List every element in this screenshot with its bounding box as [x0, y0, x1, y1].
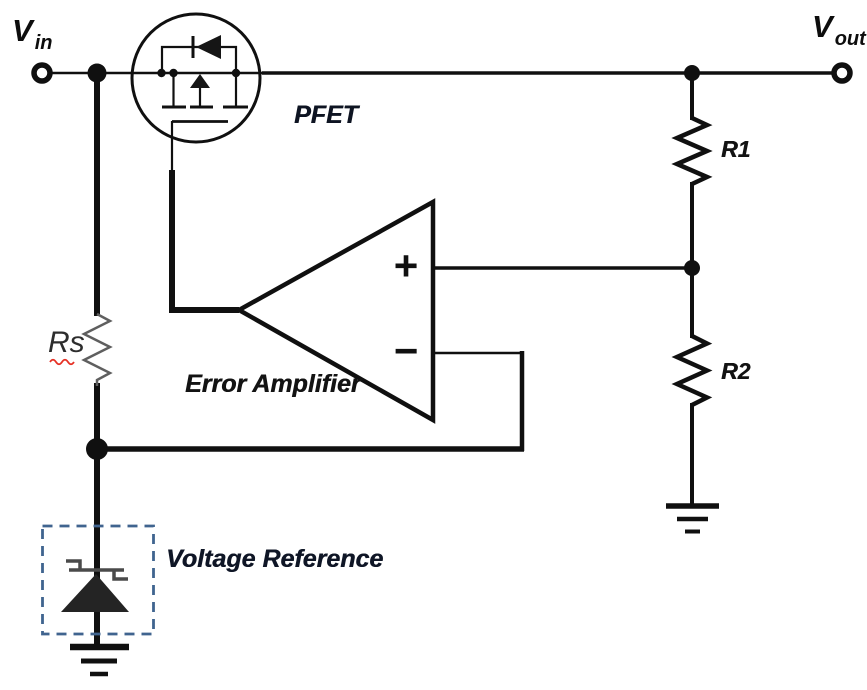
pfet-node-dot-1	[157, 68, 166, 78]
vin-symbol: V	[12, 13, 33, 48]
pfet-node-dot-3	[231, 68, 241, 78]
resistor-r2-symbol	[671, 333, 713, 408]
ground-symbol-left	[70, 643, 129, 677]
pfet-label: PFET	[294, 101, 358, 129]
pfet-node-dot-2	[169, 68, 178, 78]
gate-drive-wire	[169, 121, 239, 313]
resistor-r1-label: R1	[721, 136, 751, 162]
junction-dot-divider-tap	[684, 260, 700, 276]
resistor-r2-label: R2	[721, 358, 751, 384]
voltage-reference-label: Voltage Reference	[166, 545, 384, 573]
junction-dot-vin-node	[87, 63, 107, 83]
pfet-symbol	[130, 12, 262, 144]
vin-terminal	[31, 62, 53, 84]
pfet-bulk-arrow	[190, 74, 210, 88]
feedback-wire	[94, 351, 525, 452]
zener-anode-arrow	[61, 574, 129, 612]
junction-dot-reference-node	[86, 438, 108, 460]
zener-diode-symbol	[61, 559, 129, 612]
feedback-divider	[671, 73, 713, 506]
error-amplifier-label: Error Amplifier	[185, 370, 361, 398]
spellcheck-underline	[49, 358, 75, 366]
vout-subscript: out	[834, 28, 866, 50]
zener-cathode-bar	[66, 559, 128, 581]
gate-lead-thick	[169, 170, 239, 313]
resistor-rs-symbol	[81, 312, 113, 386]
resistor-rs-label: Rs	[48, 326, 85, 359]
body-diode-arrow	[196, 35, 221, 59]
vin-subscript: in	[34, 32, 53, 54]
pfet-body-circle	[130, 12, 262, 144]
noninverting-input-sign: +	[393, 242, 419, 289]
vout-terminal	[831, 62, 853, 84]
voltage-reference-box	[41, 524, 155, 636]
ground-symbol-right	[666, 503, 719, 534]
resistor-r1-symbol	[671, 115, 713, 187]
junction-dot-vout-node	[684, 65, 700, 81]
error-amplifier-triangle	[234, 198, 436, 424]
inverting-input-sign: −	[393, 327, 419, 374]
vout-symbol: V	[812, 9, 833, 44]
